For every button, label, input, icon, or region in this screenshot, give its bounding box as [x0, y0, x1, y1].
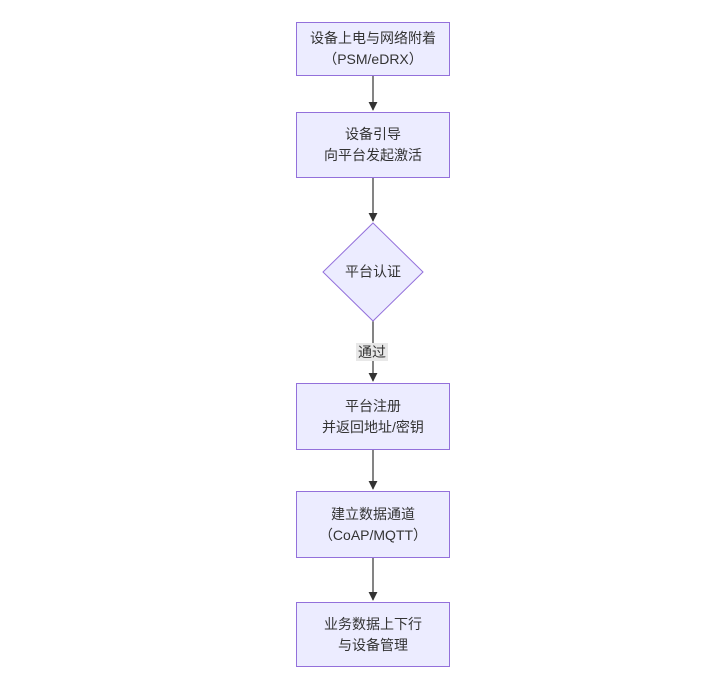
node-data-channel: 建立数据通道 （CoAP/MQTT） — [296, 491, 450, 558]
decision-diamond-shape — [322, 222, 424, 322]
node-bootstrap-line2: 向平台发起激活 — [324, 147, 422, 163]
node-bootstrap-line1: 设备引导 — [345, 126, 401, 142]
node-business-data: 业务数据上下行 与设备管理 — [296, 602, 450, 667]
node-business-data-line1: 业务数据上下行 — [324, 615, 422, 632]
node-power-attach-line2: （PSM/eDRX） — [323, 51, 423, 67]
edge-label-pass: 通过 — [356, 343, 388, 361]
node-data-channel-line1: 建立数据通道 — [331, 505, 415, 522]
node-platform-register: 平台注册 并返回地址/密钥 — [296, 383, 450, 450]
node-platform-register-line1: 平台注册 — [345, 397, 401, 414]
node-power-attach-line1: 设备上电与网络附着 — [310, 30, 436, 46]
node-platform-register-line2: 并返回地址/密钥 — [322, 418, 424, 435]
node-business-data-line2: 与设备管理 — [338, 636, 408, 653]
node-data-channel-line2: （CoAP/MQTT） — [318, 526, 428, 543]
node-platform-auth-label: 平台认证 — [345, 263, 401, 280]
node-bootstrap: 设备引导 向平台发起激活 — [296, 112, 450, 178]
node-power-attach: 设备上电与网络附着 （PSM/eDRX） — [296, 22, 450, 76]
